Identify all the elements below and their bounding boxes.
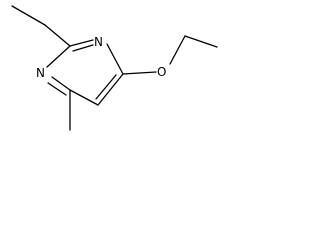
bond-c6-n1-double [47,82,67,96]
bond-c6-n1 [51,76,71,91]
bond-ethyl-ch2-c2 [44,24,71,47]
bond-o-ch2 [169,35,186,65]
bond-c2-n3-double [72,44,94,52]
bond-ch2-ch3 [184,35,218,48]
atom-label-n3: N [94,35,103,49]
bond-n1-c2 [46,45,71,68]
bond-c4-o [122,71,157,75]
bond-c2-n3 [69,39,94,47]
structural-formula: N N O [11,5,218,131]
atom-label-oxygen: O [157,65,166,79]
bond-ethyl-ch3-ch2 [11,5,46,26]
atom-label-n1: N [36,66,45,80]
bond-n3-c4 [106,43,124,75]
bond-c4-c5-double [95,74,117,100]
bond-c5-c6 [69,89,99,106]
bond-c4-c5 [97,73,124,106]
